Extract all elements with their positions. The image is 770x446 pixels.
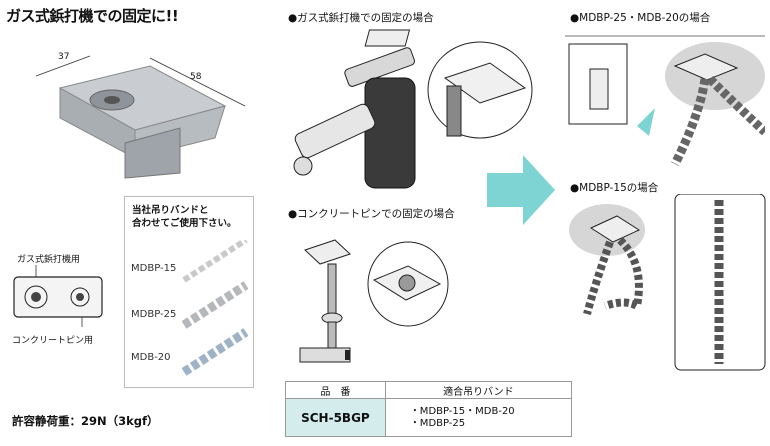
mdbp25-band-left	[670, 78, 710, 167]
section-concrete-pin: ●コンクリートピンでの固定の場合	[288, 208, 455, 220]
band-box-title-line1: 当社吊りバンドと	[132, 205, 209, 216]
mdbp25-inset-band	[589, 68, 609, 110]
section-mdbp25: ●MDBP-25・MDB-20の場合	[570, 12, 711, 24]
spec-header-model: 品 番	[285, 381, 386, 399]
mdbp15-bracket	[589, 215, 641, 243]
pin-detail-head	[398, 274, 416, 292]
product-illustration	[35, 55, 246, 179]
band-box-title-line2: 合わせてご使用下さい。	[132, 218, 237, 229]
page-title: ガス式鋲打機での固定に!!	[6, 7, 179, 25]
bracket-on-ceiling	[364, 29, 411, 47]
mdbp25-bracket	[673, 53, 739, 81]
spec-table: 品 番 適合吊りバンド SCH-5BGP ・MDBP-15・MDB-20 ・MD…	[285, 381, 573, 437]
hammer-head	[299, 347, 351, 363]
flow-arrow	[487, 155, 555, 225]
mdbp25-arrow	[637, 108, 655, 136]
screw-hole-inner	[104, 96, 120, 104]
flow-arrow-shape	[487, 155, 555, 225]
mdbp15-band-left	[583, 240, 614, 316]
detail-nailer-tip	[446, 85, 462, 137]
nailer-trigger	[293, 156, 313, 176]
mdbp15-illustration	[569, 194, 766, 371]
band-label-mdb20: MDB-20	[131, 352, 171, 363]
top-view-diagram	[13, 265, 103, 327]
pin-rod	[327, 263, 337, 315]
band-samples	[182, 240, 248, 376]
band-sample-mdb20	[182, 328, 248, 376]
band-box-title: 当社吊りバンドと 合わせてご使用下さい。	[132, 204, 237, 230]
label-concrete-pin: コンクリートピン用	[12, 336, 94, 346]
section-mdbp15: ●MDBP-15の場合	[570, 182, 659, 194]
nailer-head	[344, 47, 415, 87]
spec-bands-line2: ・MDBP-25	[409, 417, 466, 429]
allowable-load: 許容静荷重：29N（3kgf）	[12, 414, 159, 428]
concrete-pin-illustration	[299, 239, 449, 363]
spec-header-band: 適合吊りバンド	[384, 381, 573, 399]
band-label-mdbp25: MDBP-25	[131, 309, 177, 320]
spec-table-row: SCH-5BGP ・MDBP-15・MDB-20 ・MDBP-25	[285, 398, 573, 437]
dimension-width: 37	[58, 52, 70, 62]
dimension-line-width	[35, 55, 91, 77]
section-gas-nailer: ●ガス式鋲打機での固定の場合	[288, 12, 434, 24]
dimension-length: 58	[190, 72, 202, 82]
band-sample-mdbp25	[182, 281, 248, 329]
mdbp25-illustration	[565, 35, 765, 167]
hammer-face	[345, 350, 350, 360]
nailer-handle	[294, 103, 376, 159]
spec-model: SCH-5BGP	[285, 398, 386, 437]
nailer-body	[364, 77, 416, 189]
pin-bracket	[304, 239, 351, 265]
spec-bands-line1: ・MDBP-15・MDB-20	[409, 405, 515, 417]
band-box	[124, 196, 254, 388]
gas-nailer-illustration	[293, 29, 533, 189]
detail-bracket	[443, 62, 527, 104]
label-gas-nailer: ガス式鋲打機用	[17, 255, 81, 265]
mdbp25-band-right	[706, 75, 765, 136]
spec-table-header-row: 品 番 適合吊りバンド	[285, 381, 573, 399]
dimension-line-length	[149, 57, 246, 107]
spec-bands: ・MDBP-15・MDB-20 ・MDBP-25	[384, 398, 573, 437]
band-sample-mdbp15	[182, 240, 248, 283]
mdbp15-band-loop	[603, 237, 643, 313]
band-label-mdbp15: MDBP-15	[131, 263, 177, 274]
bracket-leg	[124, 127, 181, 179]
